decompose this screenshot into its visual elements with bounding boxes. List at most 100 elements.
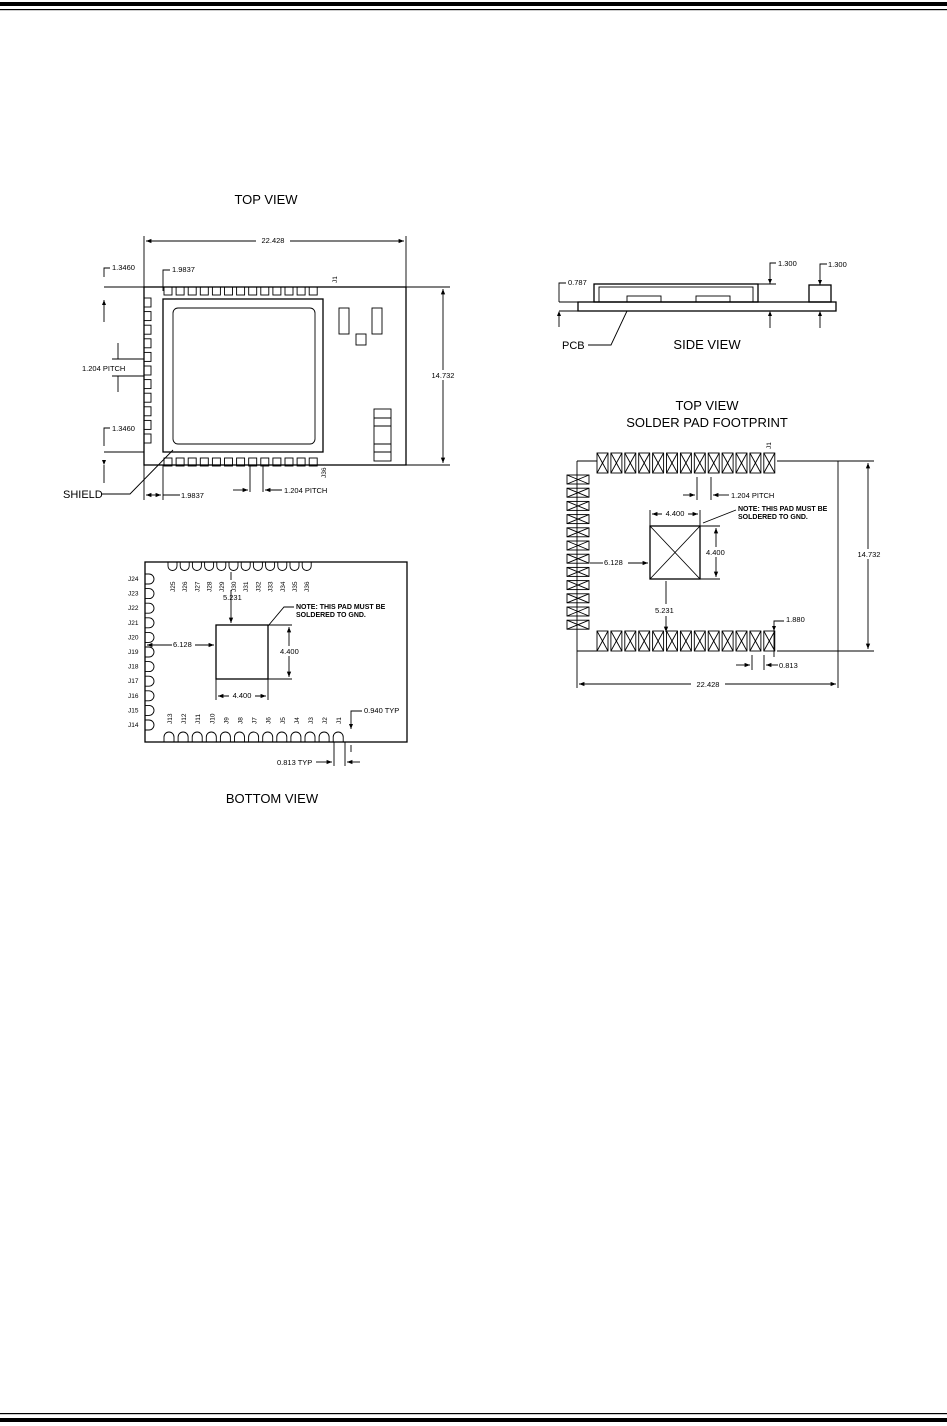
footprint-top-pad [679, 452, 692, 474]
bottom-bottom-pad [234, 731, 245, 742]
footprint-dim-width: 22.428 [697, 680, 720, 689]
footprint-top-pad [693, 452, 706, 474]
left-edge-pad [143, 365, 152, 376]
footprint-note-1: NOTE: THIS PAD MUST BE [738, 506, 828, 513]
footprint-left-pad [566, 500, 590, 511]
bottom-edge-pad [236, 457, 246, 467]
footer-rule [0, 1413, 947, 1422]
bottom-top-pad [204, 562, 215, 571]
bottom-edge-pad [224, 457, 233, 467]
footprint-left-pad [566, 593, 590, 604]
bottom-dim-offset-y: 5.231 [223, 593, 242, 602]
bottom-top-pin-label: J25 [170, 581, 177, 592]
bottom-top-pad [228, 562, 239, 571]
bottom-left-pin-label: J22 [128, 605, 139, 612]
top-edge-pad [224, 286, 233, 296]
footprint-bottom-pad [707, 630, 720, 652]
dim-pitch-left: 1.204 PITCH [82, 364, 125, 373]
footprint-bottom-pad [638, 630, 651, 652]
dim-height: 14.732 [432, 371, 455, 380]
footprint-dim-offset-x: 6.128 [604, 558, 623, 567]
bottom-bottom-pad [304, 731, 316, 742]
left-edge-pad [143, 297, 152, 308]
footprint-left-pads [566, 474, 590, 630]
pin-label-j36: J36 [321, 467, 328, 478]
bottom-view-title: BOTTOM VIEW [226, 791, 319, 806]
bottom-top-pad [277, 562, 288, 571]
bottom-left-pad [145, 602, 155, 614]
bottom-left-pin-label: J15 [128, 707, 139, 714]
top-edge-pad [272, 286, 282, 296]
bottom-bottom-pad [318, 731, 330, 742]
bottom-bottom-pin-label: J5 [280, 717, 287, 724]
left-edge-pads [143, 297, 152, 444]
footprint-dim-pad-h: 4.400 [706, 548, 725, 557]
bottom-bottom-pad [248, 731, 260, 742]
bottom-top-pin-label: J32 [255, 581, 262, 592]
bottom-view-bottom-pads [163, 731, 344, 742]
bottom-edge-pad [199, 457, 209, 467]
bottom-bottom-pin-label: J8 [238, 717, 245, 724]
top-edge-pad [308, 286, 318, 296]
bottom-bottom-pad [219, 731, 231, 742]
top-edge-pad [175, 286, 185, 296]
bottom-bottom-pin-label: J6 [266, 717, 273, 724]
bottom-left-pad [145, 661, 155, 673]
footprint-bottom-pad [624, 630, 637, 652]
bottom-top-pad [240, 562, 251, 571]
bottom-left-pin-label: J18 [128, 664, 139, 671]
shield-inner [172, 307, 316, 445]
bottom-dim-typ-w: 0.813 TYP [277, 758, 312, 767]
footprint-dim-pitch: 1.204 PITCH [731, 491, 774, 500]
bottom-top-pad [252, 562, 263, 571]
bottom-edge-pads [163, 457, 318, 467]
bottom-edge-pad [187, 457, 197, 467]
dim-pitch-bottom: 1.204 PITCH [284, 486, 327, 495]
side-view-drawing: 0.787 1.300 1.300 PCB SIDE VIEW [557, 259, 847, 352]
bottom-bottom-pin-label: J4 [294, 717, 301, 724]
bottom-left-pin-label: J17 [128, 678, 139, 685]
module-outline [143, 286, 407, 466]
footprint-bottom-pad [763, 630, 776, 652]
bottom-bottom-pin-label: J11 [195, 714, 202, 724]
header-rule [0, 2, 947, 11]
bottom-top-pin-label: J29 [219, 581, 226, 592]
bottom-edge-pad [296, 457, 306, 467]
bottom-top-pin-label: J31 [243, 581, 250, 592]
dim-side-height: 1.300 [778, 259, 797, 268]
footprint-bottom-pad [679, 630, 692, 652]
bottom-left-pin-label: J16 [128, 693, 139, 700]
component-4 [373, 408, 392, 462]
footprint-bottom-pad [610, 630, 623, 652]
top-edge-pad [163, 286, 173, 296]
footprint-left-pad [566, 540, 590, 551]
bottom-bottom-pad [262, 731, 274, 742]
bottom-left-pin-label: J20 [128, 634, 139, 641]
bottom-dim-typ-len: 0.940 TYP [364, 706, 399, 715]
bottom-top-pin-label: J36 [304, 581, 311, 592]
left-edge-pad [143, 311, 152, 322]
bottom-top-pin-label: J35 [292, 581, 299, 592]
bottom-note-1: NOTE: THIS PAD MUST BE [296, 604, 386, 611]
footprint-title-1: TOP VIEW [675, 398, 739, 413]
bottom-view-top-pads [167, 562, 312, 571]
bottom-top-pad [216, 562, 227, 571]
top-edge-pad [236, 286, 246, 296]
dim-side-height-right: 1.300 [828, 260, 847, 269]
footprint-title-2: SOLDER PAD FOOTPRINT [626, 415, 788, 430]
bottom-top-pin-label: J27 [194, 581, 201, 592]
footprint-top-pad [596, 452, 609, 474]
bottom-edge-pad [284, 457, 294, 467]
bottom-dim-pad-h: 4.400 [280, 647, 299, 656]
bottom-bottom-pin-label: J10 [209, 713, 216, 724]
bottom-edge-pad [163, 457, 173, 467]
footprint-left-pad [566, 619, 590, 630]
left-edge-pad [143, 419, 152, 430]
bottom-view-left-pads [145, 573, 155, 731]
pin-label-j1: J1 [332, 276, 339, 283]
footprint-top-pad [735, 452, 748, 474]
left-edge-pad [143, 433, 152, 444]
